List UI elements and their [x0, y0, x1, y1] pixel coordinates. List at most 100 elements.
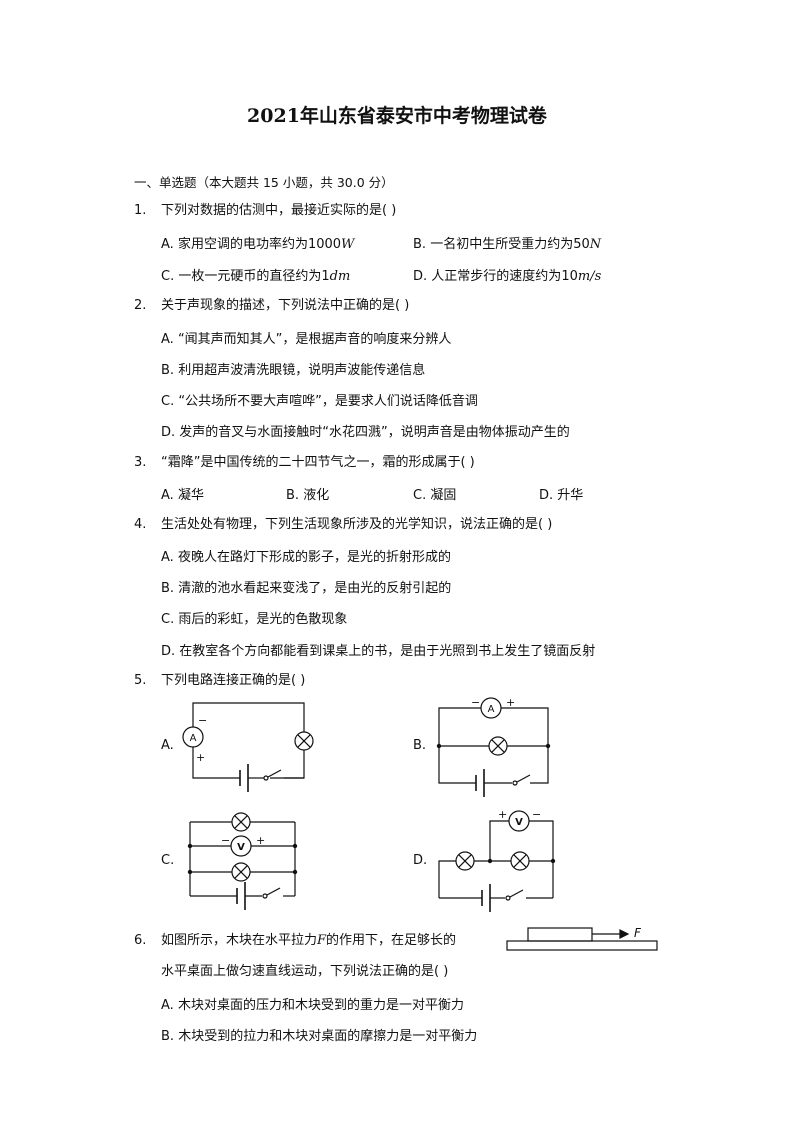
option-label: D.	[161, 425, 176, 440]
option-label: D.	[539, 488, 554, 503]
option-b: B. 液化	[286, 484, 329, 503]
option-text: 凝固	[430, 488, 457, 503]
option-unit: N	[589, 237, 602, 252]
option-a: A. 木块对桌面的压力和木块受到的重力是一对平衡力	[161, 994, 464, 1013]
option-label: B.	[161, 1029, 175, 1044]
svg-text:+: +	[506, 696, 515, 709]
option-label: C.	[161, 269, 175, 284]
stem-variable: F	[317, 933, 327, 948]
option-text: 一名初中生所受重力约为	[430, 237, 574, 252]
option-label: A.	[161, 332, 174, 347]
svg-text:+: +	[196, 751, 205, 764]
option-label: B.	[286, 488, 300, 503]
svg-text:V: V	[515, 817, 523, 828]
option-text: 夜晚人在路灯下形成的影子，是光的折射形成的	[177, 550, 451, 565]
option-label: D.	[161, 644, 176, 659]
option-text: 在教室各个方向都能看到课桌上的书，是由于光照到书上发生了镜面反射	[179, 644, 596, 659]
option-a: A. 家用空调的电功率约为1000W	[161, 233, 354, 252]
option-text: 木块对桌面的压力和木块受到的重力是一对平衡力	[177, 998, 464, 1013]
option-c: C. “公共场所不要大声喧哗”，是要求人们说话降低音调	[161, 390, 478, 409]
option-value: 1	[321, 269, 330, 284]
option-text: 人正常步行的速度约为	[431, 269, 562, 284]
option-text: 一枚一元硬币的直径约为	[178, 269, 322, 284]
svg-text:−: −	[532, 808, 541, 821]
question-stem: “霜降”是中国传统的二十四节气之一，霜的形成属于( )	[161, 455, 475, 470]
option-d: D. 在教室各个方向都能看到课桌上的书，是由于光照到书上发生了镜面反射	[161, 640, 595, 659]
option-d: D. 升华	[539, 484, 583, 503]
svg-text:−: −	[221, 834, 230, 847]
ammeter-icon: A	[182, 726, 204, 748]
svg-text:A: A	[488, 704, 495, 715]
lamp-icon	[455, 851, 475, 871]
question-stem: 生活处处有物理，下列生活现象所涉及的光学知识，说法正确的是( )	[161, 517, 553, 532]
lamp-icon	[231, 862, 251, 882]
option-text: 升华	[557, 488, 584, 503]
svg-text:−: −	[471, 696, 480, 709]
question-stem-line-2: 水平桌面上做匀速直线运动，下列说法正确的是( )	[161, 964, 449, 979]
option-label: C.	[413, 488, 427, 503]
question-number: 3.	[134, 455, 147, 470]
option-a: A. 夜晚人在路灯下形成的影子，是光的折射形成的	[161, 546, 451, 565]
lamp-icon	[294, 731, 314, 751]
option-text: “闻其声而知其人”，是根据声音的响度来分辨人	[177, 332, 452, 347]
option-label: B.	[161, 363, 175, 378]
option-c: C. 凝固	[413, 484, 456, 503]
svg-text:+: +	[498, 808, 507, 821]
svg-text:A: A	[190, 733, 197, 744]
option-value: 10	[561, 269, 578, 284]
option-text: 清澈的池水看起来变浅了，是由光的反射引起的	[178, 581, 452, 596]
option-unit: dm	[329, 269, 351, 284]
option-c: C. 一枚一元硬币的直径约为1dm	[161, 265, 350, 284]
question-number: 1.	[134, 203, 147, 218]
option-c: C. 雨后的彩虹，是光的色散现象	[161, 608, 347, 627]
option-value: 50	[573, 237, 590, 252]
lamp-icon	[231, 812, 251, 832]
question-number: 5.	[134, 673, 147, 688]
option-c-label: C.	[161, 853, 175, 868]
option-label: C.	[161, 394, 175, 409]
lamp-icon	[510, 851, 530, 871]
option-text: 雨后的彩虹，是光的色散现象	[178, 612, 348, 627]
page-title: 2021年山东省泰安市中考物理试卷	[247, 105, 547, 127]
option-unit: W	[341, 237, 355, 252]
option-text: 凝华	[177, 488, 204, 503]
option-label: A.	[161, 550, 174, 565]
option-b: B. 木块受到的拉力和木块对桌面的摩擦力是一对平衡力	[161, 1025, 477, 1044]
question-number: 6.	[134, 933, 147, 948]
option-text: 利用超声波清洗眼镜，说明声波能传递信息	[178, 363, 426, 378]
question-stem: 关于声现象的描述，下列说法中正确的是( )	[161, 298, 410, 313]
option-unit: m/s	[577, 269, 602, 284]
option-d: D. 发声的音叉与水面接触时“水花四溅”，说明声音是由物体振动产生的	[161, 421, 570, 440]
option-text: 发声的音叉与水面接触时“水花四溅”，说明声音是由物体振动产生的	[179, 425, 570, 440]
question-number: 4.	[134, 517, 147, 532]
svg-text:V: V	[237, 842, 245, 853]
option-b: B. 一名初中生所受重力约为50N	[413, 233, 601, 252]
option-b: B. 利用超声波清洗眼镜，说明声波能传递信息	[161, 359, 425, 378]
ammeter-icon: A	[480, 697, 502, 719]
option-a-label: A.	[161, 738, 174, 753]
question-stem: 下列电路连接正确的是( )	[161, 673, 306, 688]
option-label: A.	[161, 998, 174, 1013]
option-d-label: D.	[413, 853, 428, 868]
svg-text:−: −	[198, 714, 207, 727]
option-label: B.	[161, 581, 175, 596]
option-label: A.	[161, 488, 174, 503]
option-label: B.	[413, 237, 427, 252]
option-a: A. 凝华	[161, 484, 204, 503]
option-label: A.	[161, 237, 174, 252]
voltmeter-icon: V	[230, 835, 252, 857]
stem-text: 如图所示，木块在水平拉力	[161, 933, 318, 948]
option-text: “公共场所不要大声喧哗”，是要求人们说话降低音调	[178, 394, 478, 409]
question-stem-line-1: 如图所示，木块在水平拉力F的作用下，在足够长的	[161, 931, 456, 951]
voltmeter-icon: V	[508, 810, 530, 832]
option-value: 1000	[307, 237, 342, 252]
question-number: 2.	[134, 298, 147, 313]
option-label: C.	[161, 612, 175, 627]
stem-text: 的作用下，在足够长的	[326, 933, 457, 948]
svg-text:+: +	[256, 834, 265, 847]
